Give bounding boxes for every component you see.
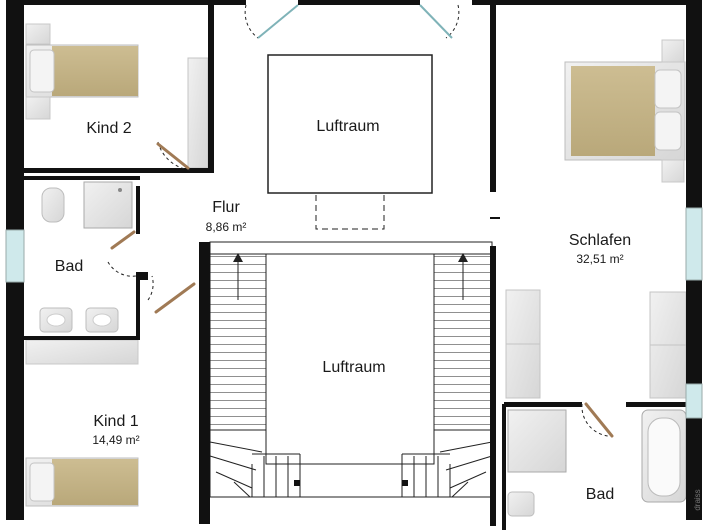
area-flur: 8,86 m² xyxy=(206,220,247,234)
label-kind1: Kind 1 xyxy=(93,413,138,430)
label-bad-left: Bad xyxy=(55,258,83,275)
label-luftraum-top: Luftraum xyxy=(316,118,379,135)
luftraum-top-box xyxy=(267,54,433,194)
area-kind1: 14,49 m² xyxy=(92,433,139,447)
furniture xyxy=(25,23,687,517)
bed-kind2 xyxy=(25,23,139,120)
wardrobe-kind2 xyxy=(187,57,209,169)
cabinet-row xyxy=(25,339,139,365)
bed-schlafen xyxy=(564,39,686,183)
toilet xyxy=(41,187,65,223)
area-schlafen: 32,51 m² xyxy=(576,252,623,266)
shower-tray-right xyxy=(507,409,567,473)
label-bad-right: Bad xyxy=(586,486,614,503)
watermark: draiss xyxy=(693,489,702,510)
sink-right xyxy=(507,491,535,517)
bath-right-fixtures xyxy=(507,409,687,517)
label-kind2: Kind 2 xyxy=(86,120,131,137)
hatch-dashed xyxy=(315,192,385,230)
doors xyxy=(107,4,609,437)
bed-kind1 xyxy=(25,457,139,507)
label-schlafen: Schlafen xyxy=(569,232,631,249)
room-labels: Kind 2 Luftraum Flur 8,86 m² Schlafen 32… xyxy=(55,118,702,511)
bath-left-fixtures xyxy=(39,181,133,333)
shower-tray xyxy=(83,181,133,229)
staircase xyxy=(209,241,493,498)
balcony-doors xyxy=(257,4,453,39)
windows xyxy=(5,207,703,419)
label-flur: Flur xyxy=(212,199,240,216)
wardrobes-schlafen xyxy=(505,289,687,399)
stair-luftraum xyxy=(265,253,435,465)
label-luftraum-center: Luftraum xyxy=(322,359,385,376)
door-leaves xyxy=(110,142,614,438)
